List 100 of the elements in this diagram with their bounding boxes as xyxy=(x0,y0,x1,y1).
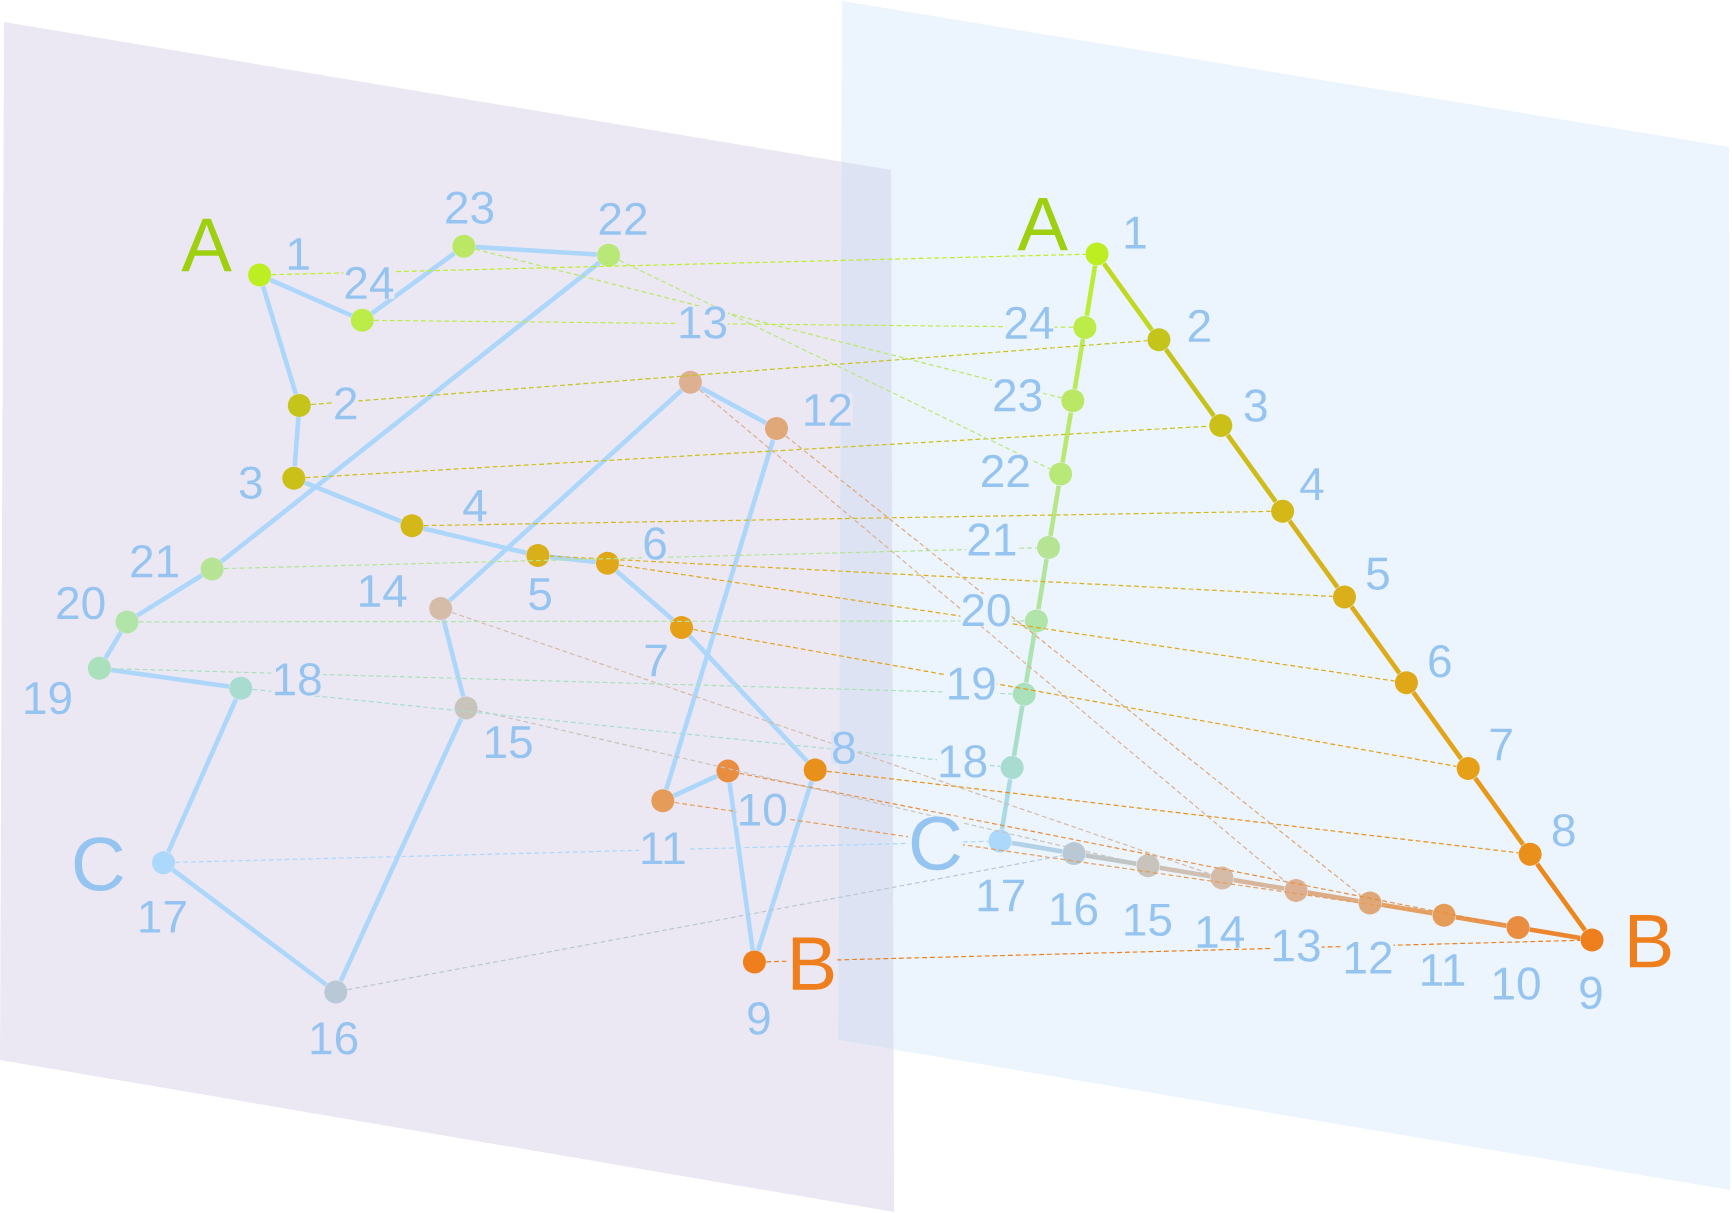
point-number: 17 xyxy=(136,900,188,933)
line-segment xyxy=(615,569,675,622)
dashed-connector xyxy=(549,555,1334,597)
point-number: 13 xyxy=(676,306,729,339)
dot xyxy=(287,393,311,417)
dashed-connector xyxy=(674,801,1433,915)
point-number: 4 xyxy=(462,489,488,522)
line-segment xyxy=(672,773,719,798)
dashed-connector xyxy=(305,425,1210,479)
dot xyxy=(350,308,374,332)
line-segment xyxy=(1048,485,1061,537)
point-number: 7 xyxy=(643,644,669,677)
point-number: 6 xyxy=(642,527,668,560)
line-segment xyxy=(1381,902,1433,916)
dashed-connector xyxy=(373,319,1074,328)
dashed-connector xyxy=(618,259,1051,470)
line-segment xyxy=(1102,262,1154,332)
dot xyxy=(452,234,476,258)
dot xyxy=(597,243,621,267)
point-number: 2 xyxy=(332,387,359,420)
line-segment xyxy=(269,277,353,318)
dot xyxy=(1210,866,1234,890)
dot xyxy=(1271,499,1295,523)
point-number: 13 xyxy=(1270,929,1322,962)
line-segment xyxy=(1455,914,1507,928)
dot xyxy=(87,656,111,680)
dot xyxy=(1061,389,1085,413)
point-number: 11 xyxy=(638,832,687,865)
dashed-connector xyxy=(270,253,1086,276)
dot xyxy=(1085,242,1109,266)
dashed-connector xyxy=(423,510,1272,527)
point-number: 1 xyxy=(1122,216,1148,249)
point-number: 3 xyxy=(238,466,264,499)
point-number: 9 xyxy=(746,1002,772,1035)
plane xyxy=(0,22,894,1212)
line-segment xyxy=(664,439,776,791)
point-number: 21 xyxy=(129,545,181,578)
line-segment xyxy=(999,778,1013,830)
dot xyxy=(1394,671,1418,695)
dot xyxy=(1432,903,1456,927)
line-segment xyxy=(423,526,527,556)
point-number: 14 xyxy=(1194,916,1246,948)
dot xyxy=(1062,841,1086,865)
dot xyxy=(1209,414,1233,437)
point-number: 1 xyxy=(285,238,311,270)
point-number: 16 xyxy=(1047,892,1100,926)
line-segment xyxy=(1011,705,1025,757)
dot xyxy=(1049,462,1073,486)
line-segment xyxy=(1011,840,1063,854)
line-segment xyxy=(292,417,301,467)
dot xyxy=(248,263,272,287)
dashed-connector xyxy=(785,435,1362,897)
dashed-connector xyxy=(698,389,1288,884)
line-segment xyxy=(1473,776,1525,846)
dashed-connector xyxy=(346,855,1063,991)
point-number: 8 xyxy=(831,731,857,765)
point-number: 10 xyxy=(1490,967,1542,1000)
dashed-connector xyxy=(826,770,1519,854)
point-number: 6 xyxy=(1427,644,1453,678)
point-number: 24 xyxy=(1003,306,1055,339)
point-number: 11 xyxy=(1418,954,1467,986)
point-number: 17 xyxy=(975,879,1027,912)
point-number: 16 xyxy=(308,1022,360,1055)
line-segment xyxy=(549,554,596,565)
point-number: 22 xyxy=(979,454,1031,487)
line-segment xyxy=(448,388,684,603)
line-segment xyxy=(441,619,466,698)
line-segment xyxy=(135,573,204,618)
point-number: 5 xyxy=(1365,557,1391,590)
dot xyxy=(1024,609,1048,633)
point-number: 12 xyxy=(801,393,853,426)
dot xyxy=(1358,891,1382,915)
line-segment xyxy=(370,251,456,316)
line-segment xyxy=(1225,433,1278,503)
line-segment xyxy=(727,782,756,951)
dot xyxy=(1518,842,1542,866)
vertex-letter: B xyxy=(1623,915,1675,968)
point-number: 23 xyxy=(992,379,1044,412)
vertex-letter: A xyxy=(181,218,232,272)
dot xyxy=(1037,536,1060,559)
line-segment xyxy=(1060,412,1074,463)
point-number: 21 xyxy=(966,523,1018,556)
dashed-connector xyxy=(739,772,1507,926)
line-segment xyxy=(103,630,123,660)
point-number: 18 xyxy=(937,745,989,778)
dot xyxy=(152,851,175,875)
point-number: 14 xyxy=(356,575,408,607)
line-segment xyxy=(1164,348,1216,418)
dot xyxy=(716,759,740,783)
line-segment xyxy=(1411,691,1464,761)
point-number: 10 xyxy=(736,793,788,826)
point-number: 19 xyxy=(945,667,997,700)
line-segment xyxy=(220,260,601,564)
dashed-connector xyxy=(138,620,1026,623)
point-number: 18 xyxy=(271,663,323,696)
line-segment xyxy=(260,285,299,395)
dot xyxy=(454,696,478,720)
line-segment xyxy=(1023,632,1037,683)
line-segment xyxy=(699,385,768,425)
point-number: 19 xyxy=(21,681,74,715)
